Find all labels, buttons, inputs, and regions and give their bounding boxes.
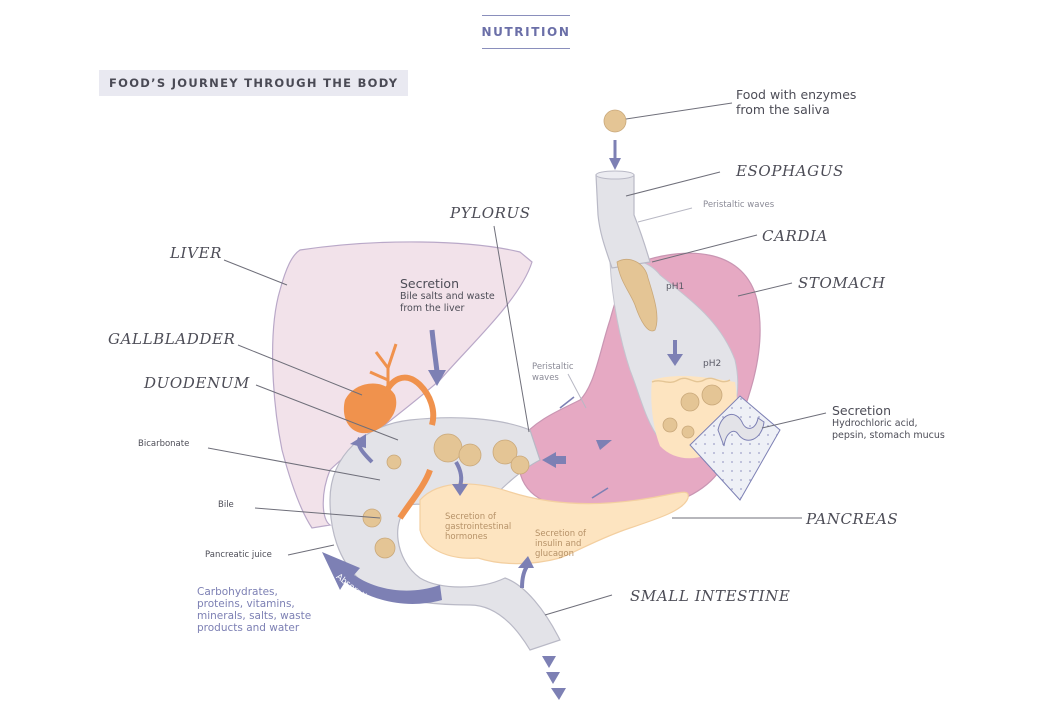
pancreas-label: PANCREAS: [806, 510, 899, 528]
peristaltic-mid-line2: waves: [532, 373, 559, 383]
section-tag: NUTRITION: [482, 15, 570, 49]
food-note-line1: Food with enzymes: [736, 87, 857, 102]
absorption-arrow: [322, 552, 442, 604]
bile-duct-lower: [397, 468, 433, 520]
nutrients-line4: products and water: [197, 622, 300, 634]
gallbladder-shape: [343, 383, 397, 434]
liver-secretion-line2: from the liver: [400, 303, 465, 314]
liver-secretion-title: Secretion: [400, 276, 459, 291]
bicarbonate-note: Bicarbonate: [138, 439, 190, 449]
nutrients-note: Carbohydrates, proteins, vitamins, miner…: [197, 586, 311, 634]
pylorus-label: PYLORUS: [450, 204, 531, 222]
insulin-line1: Secretion of: [535, 529, 587, 539]
food-bolus-group: [362, 109, 723, 559]
flow-arrows: [322, 140, 683, 700]
peristaltic-upper-note: Peristaltic waves: [703, 200, 775, 210]
pancreas-shape: [419, 483, 689, 565]
hormones-line2: gastrointestinal: [445, 522, 512, 532]
stomach-label: STOMACH: [798, 274, 886, 292]
esophagus-shape: [595, 174, 651, 269]
liver-secretion-line1: Bile salts and waste: [400, 291, 495, 302]
nutrients-line1: Carbohydrates,: [197, 586, 278, 598]
page-title: FOOD’S JOURNEY THROUGH THE BODY: [99, 70, 409, 96]
peristaltic-mid-note: Peristaltic waves: [532, 362, 574, 384]
stomach-secretion-title: Secretion: [832, 403, 891, 418]
acid-surface: [651, 377, 731, 383]
bile-duct-tree: [369, 343, 398, 392]
ph1-label: pH1: [666, 282, 685, 292]
bile-note: Bile: [218, 500, 234, 510]
peristaltic-mid-line1: Peristaltic: [532, 362, 574, 372]
nutrients-line2: proteins, vitamins,: [197, 598, 295, 610]
food-note: Food with enzymes from the saliva: [736, 87, 856, 117]
liver-label: LIVER: [170, 244, 222, 262]
stomach-secretion-line1: Hydrochloric acid,: [832, 418, 918, 429]
hormones-line3: hormones: [445, 532, 488, 542]
bile-duct: [382, 374, 437, 426]
hormones-line1: Secretion of: [445, 512, 497, 522]
stomach-secretion-line2: pepsin, stomach mucus: [832, 430, 945, 441]
stomach-secretion-note: Secretion Hydrochloric acid, pepsin, sto…: [832, 403, 945, 442]
gallbladder-label: GALLBLADDER: [108, 330, 236, 348]
duodenum-label: DUODENUM: [144, 374, 250, 392]
cardia-label: CARDIA: [762, 227, 828, 245]
food-note-line2: from the saliva: [736, 102, 830, 117]
insulin-line2: insulin and: [535, 539, 582, 549]
gastric-pit: [717, 414, 765, 447]
liver-secretion-note: Secretion Bile salts and waste from the …: [400, 276, 495, 315]
hormones-note: Secretion of gastrointestinal hormones: [445, 512, 511, 542]
leader-lines: [207, 102, 827, 616]
esophagus-label: ESOPHAGUS: [736, 162, 844, 180]
insulin-note: Secretion of insulin and glucagon: [535, 529, 586, 559]
nutrients-line3: minerals, salts, waste: [197, 610, 312, 622]
ph2-label: pH2: [703, 359, 722, 369]
small-intestine-label: SMALL INTESTINE: [630, 587, 791, 605]
liver-shape: [272, 241, 533, 529]
insulin-line3: glucagon: [535, 549, 575, 559]
pancreatic-juice-note: Pancreatic juice: [205, 550, 272, 560]
